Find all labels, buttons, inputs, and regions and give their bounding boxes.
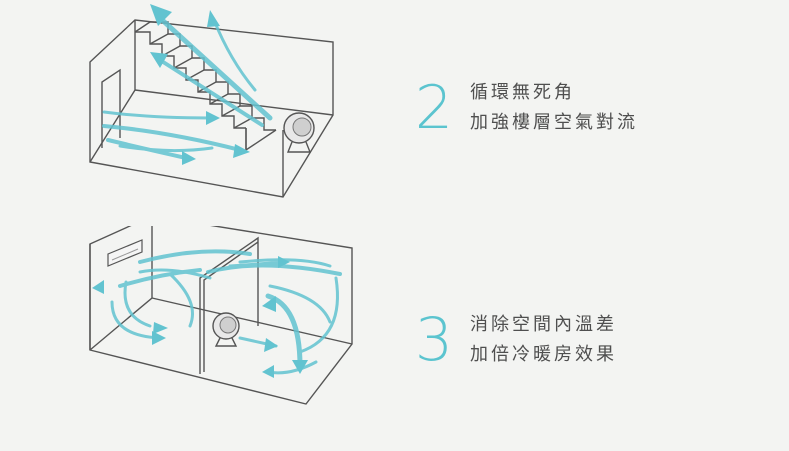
door-outline bbox=[101, 68, 121, 148]
airflow-arrows bbox=[102, 15, 273, 160]
airflow-arrow bbox=[206, 263, 342, 276]
rooms-illustration bbox=[89, 226, 353, 405]
airflow-arrow bbox=[138, 249, 252, 264]
feature-panel-rooms: 3 消除空間內溫差 加倍冷暖房效果 bbox=[0, 226, 789, 451]
airflow-arrow bbox=[238, 258, 332, 268]
arrowhead bbox=[233, 144, 250, 158]
arrowheads bbox=[150, 4, 250, 165]
feature-line-1: 循環無死角 bbox=[470, 82, 575, 103]
feature-description: 循環無死角 加強樓層空氣對流 bbox=[470, 78, 638, 138]
arrowheads bbox=[92, 256, 308, 378]
fan-icon bbox=[283, 112, 315, 153]
airflow-arrow bbox=[102, 110, 212, 120]
arrowhead bbox=[278, 256, 290, 268]
airflow-arrow bbox=[123, 280, 152, 328]
airflow-arrow bbox=[212, 18, 257, 92]
arrowhead bbox=[150, 4, 172, 26]
fan-icon bbox=[212, 312, 240, 347]
arrowhead bbox=[262, 365, 274, 378]
feature-number: 3 bbox=[414, 305, 454, 375]
arrowhead bbox=[153, 322, 168, 334]
room-outline bbox=[89, 19, 334, 198]
airflow-arrow bbox=[102, 124, 242, 152]
arrowhead bbox=[262, 296, 276, 312]
airflow-arrow bbox=[266, 360, 318, 375]
airflow-arrow bbox=[268, 284, 332, 324]
arrowhead bbox=[292, 360, 308, 374]
airflow-arrow bbox=[298, 276, 339, 354]
airflow-arrow bbox=[157, 15, 273, 121]
stairs-room-illustration bbox=[89, 4, 334, 198]
feature-number: 2 bbox=[414, 73, 454, 143]
arrowhead bbox=[182, 151, 196, 165]
arrowhead bbox=[207, 10, 220, 27]
airflow-arrow bbox=[168, 272, 194, 328]
feature-text-3: 3 消除空間內溫差 加倍冷暖房效果 bbox=[412, 310, 617, 370]
partition-wall bbox=[199, 236, 259, 374]
air-conditioner-icon bbox=[107, 239, 143, 267]
airflow-arrow bbox=[118, 144, 214, 153]
feature-line-2: 加倍冷暖房效果 bbox=[470, 344, 617, 365]
airflow-arrow bbox=[158, 58, 264, 127]
airflow-arrow bbox=[228, 260, 288, 268]
arrowhead bbox=[92, 280, 104, 294]
airflow-arrow bbox=[138, 268, 212, 280]
arrowhead bbox=[264, 338, 278, 352]
arrowhead bbox=[150, 52, 168, 68]
arrowhead bbox=[152, 331, 166, 345]
feature-description: 消除空間內溫差 加倍冷暖房效果 bbox=[470, 310, 617, 370]
feature-text-2: 2 循環無死角 加強樓層空氣對流 bbox=[412, 78, 638, 138]
arrowhead bbox=[206, 111, 220, 125]
airflow-arrows bbox=[110, 249, 342, 375]
feature-panel-stairs: 2 循環無死角 加強樓層空氣對流 bbox=[0, 0, 789, 225]
airflow-arrow bbox=[110, 300, 162, 340]
feature-line-2: 加強樓層空氣對流 bbox=[470, 112, 638, 133]
airflow-arrow bbox=[118, 268, 202, 288]
feature-line-1: 消除空間內溫差 bbox=[470, 314, 617, 335]
